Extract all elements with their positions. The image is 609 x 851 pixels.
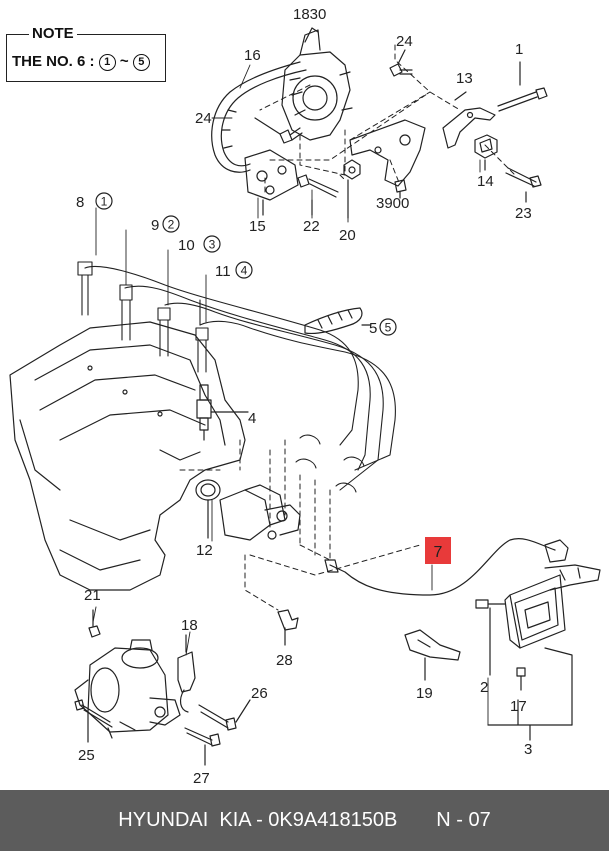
label-8: 8 bbox=[76, 194, 84, 211]
sensor-cable bbox=[324, 538, 569, 596]
alternator bbox=[281, 27, 353, 141]
assembly-guide-lines bbox=[179, 44, 516, 611]
alternator-bracket-15 bbox=[244, 149, 299, 216]
ignition-cable-set bbox=[77, 261, 396, 493]
note-title: NOTE bbox=[29, 25, 77, 42]
leader-lines bbox=[92, 64, 489, 726]
diagram-canvas: 1830 3900 1 2 3 4 5 8 9 10 11 12 13 14 1… bbox=[9, 6, 601, 787]
circled-ref-2: 2 bbox=[168, 218, 175, 232]
label-5: 5 bbox=[369, 320, 377, 337]
note-text: THE NO. 6 : 1 ~ 5 bbox=[12, 53, 150, 71]
adjuster-bracket-3900 bbox=[349, 119, 426, 199]
label-12: 12 bbox=[196, 542, 213, 559]
note-range-sep: ~ bbox=[119, 53, 129, 70]
highlight-box bbox=[425, 537, 451, 564]
circled-ref-5: 5 bbox=[385, 321, 392, 335]
bolt-28 bbox=[277, 609, 299, 646]
label-19: 19 bbox=[416, 685, 433, 702]
block-14 bbox=[474, 134, 498, 171]
label-16: 16 bbox=[244, 47, 261, 64]
note-range-end: 5 bbox=[132, 53, 150, 71]
label-13: 13 bbox=[456, 70, 473, 87]
bolt-2 bbox=[475, 599, 506, 676]
parts-diagram: 1830 3900 1 2 3 4 5 8 9 10 11 12 13 14 1… bbox=[9, 6, 601, 787]
footer-spacer bbox=[397, 809, 436, 832]
note-prefix: THE NO. 6 : bbox=[12, 53, 95, 70]
footer-part-code: HYUNDAI KIA - 0K9A418150B bbox=[118, 809, 398, 831]
label-1: 1 bbox=[515, 41, 523, 58]
circled-ref-1: 1 bbox=[101, 195, 108, 209]
label-24-right: 24 bbox=[396, 33, 413, 50]
bolt-23 bbox=[505, 167, 542, 203]
starter-bracket bbox=[177, 634, 196, 713]
label-4: 4 bbox=[248, 410, 256, 427]
label-24-left: 24 bbox=[195, 110, 212, 127]
label-28: 28 bbox=[276, 652, 293, 669]
label-11: 11 bbox=[215, 263, 231, 280]
footer-bar: HYUNDAI KIA - 0K9A418150B N - 07 bbox=[0, 790, 609, 851]
starter-bolts bbox=[74, 699, 251, 766]
bolt-24-upper bbox=[254, 117, 303, 144]
label-18: 18 bbox=[181, 617, 198, 634]
label-3900: 3900 bbox=[376, 195, 409, 212]
callout-labels: 1830 3900 1 2 3 4 5 8 9 10 11 12 13 14 1… bbox=[76, 6, 532, 787]
harness-clip bbox=[404, 629, 461, 681]
footer-page: N - 07 bbox=[436, 809, 491, 831]
bolt-22 bbox=[297, 174, 339, 216]
label-7: 7 bbox=[434, 544, 443, 561]
highlight-part-7: 7 bbox=[425, 537, 451, 564]
label-15: 15 bbox=[249, 218, 266, 235]
bolt-1 bbox=[497, 61, 548, 112]
bolt-24-right bbox=[389, 49, 413, 77]
starter-motor bbox=[74, 639, 181, 739]
label-26: 26 bbox=[251, 685, 268, 702]
label-3: 3 bbox=[524, 741, 532, 758]
note-range-start: 1 bbox=[98, 53, 116, 71]
label-9: 9 bbox=[151, 217, 159, 234]
note-box: NOTE THE NO. 6 : 1 ~ 5 bbox=[6, 25, 166, 82]
circled-ref-3: 3 bbox=[209, 238, 216, 252]
label-27: 27 bbox=[193, 770, 210, 787]
cable-clamp bbox=[304, 307, 371, 335]
label-10: 10 bbox=[178, 237, 195, 254]
nut-21 bbox=[88, 609, 101, 638]
drive-belt bbox=[211, 61, 307, 173]
label-14: 14 bbox=[477, 173, 494, 190]
label-25: 25 bbox=[78, 747, 95, 764]
engine-block bbox=[9, 321, 246, 591]
label-17: 17 bbox=[510, 698, 527, 715]
circled-references: 1 2 3 4 5 bbox=[95, 192, 397, 336]
label-21: 21 bbox=[84, 587, 101, 604]
label-23: 23 bbox=[515, 205, 532, 222]
label-22: 22 bbox=[303, 218, 320, 235]
label-1830: 1830 bbox=[293, 6, 326, 23]
igniter-module bbox=[487, 564, 601, 741]
spark-plug bbox=[196, 384, 249, 441]
circled-ref-4: 4 bbox=[241, 264, 248, 278]
nut-20 bbox=[343, 159, 361, 219]
label-20: 20 bbox=[339, 227, 356, 244]
tensioner-bracket-13 bbox=[442, 91, 496, 149]
label-2: 2 bbox=[480, 679, 488, 696]
